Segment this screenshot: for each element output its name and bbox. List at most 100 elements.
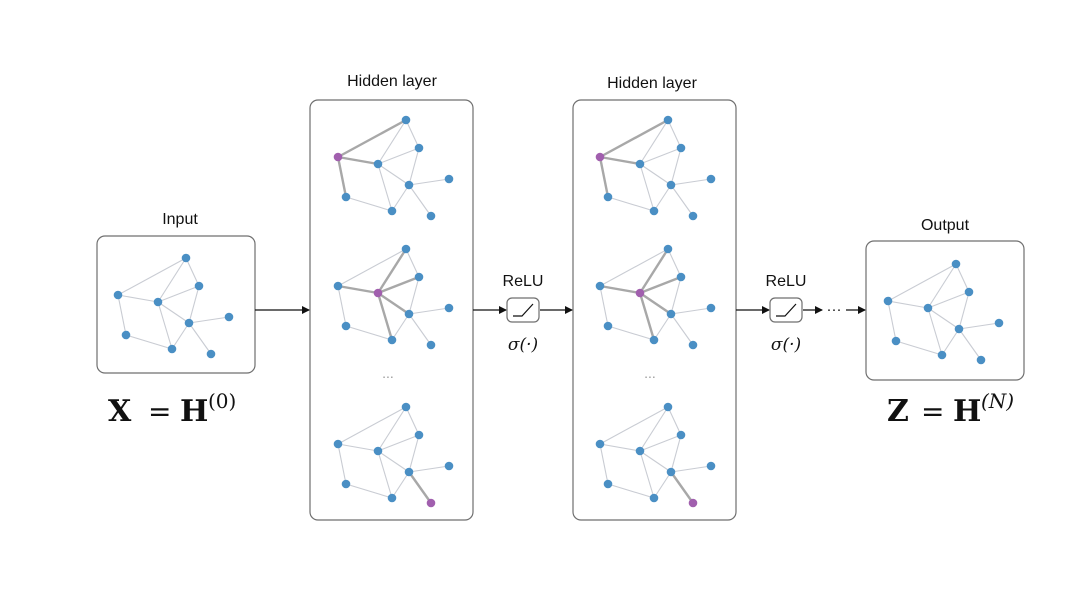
graph-edge [599, 285, 609, 327]
graph-node [444, 174, 454, 184]
graph-node [635, 446, 645, 456]
relu-box-1 [506, 297, 540, 323]
graph-node [706, 461, 716, 471]
graph-edge [377, 450, 410, 473]
output-formula-lhs: Z [887, 394, 909, 429]
graph-node [184, 318, 194, 328]
graph-edge [941, 328, 960, 356]
graph-edge [670, 307, 712, 315]
graph-edge [639, 450, 672, 473]
activation-function-1: σ(·) [508, 335, 538, 355]
graph-node [426, 211, 436, 221]
graph-edge [887, 263, 957, 302]
graph-edge [408, 276, 420, 315]
graph-edge [408, 307, 450, 315]
graph-node [444, 461, 454, 471]
graph-node [414, 272, 424, 282]
graph-edge [670, 178, 712, 186]
graph-node [224, 312, 234, 322]
graph-edge [188, 285, 200, 324]
hidden-layer-ellipsis-2: ... [644, 365, 656, 381]
graph-edge [377, 450, 393, 499]
graph-node [387, 493, 397, 503]
graph-node [964, 287, 974, 297]
highlighted-edge [336, 156, 348, 198]
relu-box-2 [769, 297, 803, 323]
graph-edge [408, 465, 450, 473]
highlighted-node [635, 288, 645, 298]
input-box [96, 235, 256, 374]
graph-node [194, 281, 204, 291]
highlighted-edge [377, 275, 420, 295]
highlighted-edge [638, 292, 656, 341]
hidden1-graph-1 [333, 115, 454, 221]
graph-node [663, 402, 673, 412]
graph-node [595, 439, 605, 449]
graph-edge [188, 316, 230, 324]
graph-node [373, 446, 383, 456]
graph-edge [391, 313, 410, 341]
graph-node [676, 272, 686, 282]
graph-node [883, 296, 893, 306]
highlighted-edge [639, 275, 682, 295]
graph-edge [408, 184, 432, 217]
graph-edge [171, 322, 190, 350]
graph-edge [337, 285, 347, 327]
graph-edge [157, 301, 173, 350]
highlighted-edge [337, 118, 407, 159]
graph-node [706, 174, 716, 184]
graph-edge [337, 406, 407, 445]
graph-edge [927, 291, 970, 309]
graph-edge [405, 406, 420, 436]
graph-node [666, 180, 676, 190]
graph-edge [670, 276, 682, 315]
graph-edge [408, 434, 420, 473]
graph-edge [887, 300, 897, 342]
graph-node [401, 244, 411, 254]
hidden2-graph-3 [595, 402, 716, 508]
graph-edge [670, 465, 712, 473]
output-title: Output [921, 217, 970, 234]
graph-node [153, 297, 163, 307]
graph-edge [185, 257, 200, 287]
input-formula-rhs: H [180, 394, 208, 429]
graph-node [603, 321, 613, 331]
output-formula-rhs: H [953, 394, 981, 429]
highlighted-edge [598, 156, 610, 198]
graph-edge [408, 178, 450, 186]
graph-edge [670, 184, 694, 217]
graph-edge [405, 248, 420, 278]
graph-node [333, 439, 343, 449]
relu-label-2: ReLU [766, 273, 807, 290]
graph-edge [157, 257, 187, 303]
graph-edge [345, 325, 393, 341]
highlighted-edge [599, 118, 669, 159]
input-formula-lhs: X [108, 394, 132, 429]
graph-node [649, 493, 659, 503]
graph-edge [408, 313, 432, 346]
graph-node [401, 402, 411, 412]
graph-edge [667, 406, 682, 436]
hidden-layer-ellipsis-1: ... [382, 365, 394, 381]
graph-node [414, 430, 424, 440]
hidden1-graph-2 [333, 244, 454, 350]
highlighted-edge [376, 292, 394, 341]
graph-node [688, 211, 698, 221]
graph-node [923, 303, 933, 313]
highlighted-node [333, 152, 343, 162]
graph-edge [377, 119, 407, 165]
output-box [865, 240, 1025, 381]
highlighted-edge [408, 471, 432, 504]
graph-edge [653, 184, 672, 212]
graph-edge [117, 294, 159, 303]
graph-node [167, 344, 177, 354]
input-formula-sup: (0) [208, 389, 236, 413]
relu-label-1: ReLU [503, 273, 544, 290]
graph-node [341, 192, 351, 202]
graph-layer [113, 115, 1004, 508]
graph-node [404, 467, 414, 477]
graph-edge [125, 334, 173, 350]
graph-edge [391, 471, 410, 499]
graph-node [603, 479, 613, 489]
